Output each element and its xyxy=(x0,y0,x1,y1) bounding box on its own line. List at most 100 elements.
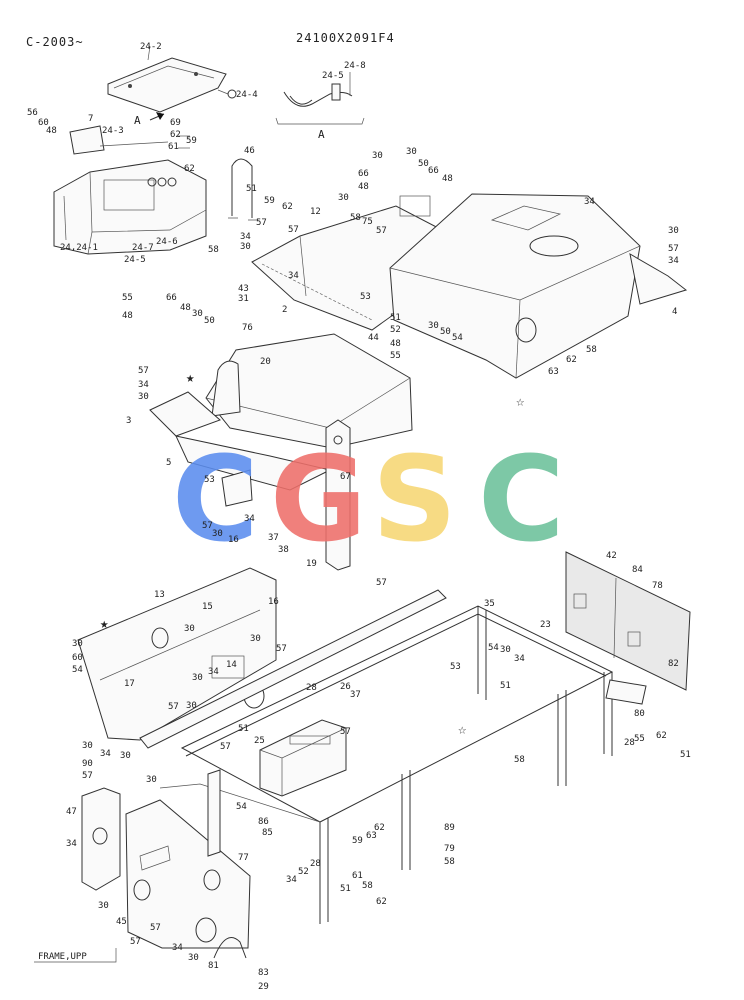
callout-label: 12 xyxy=(310,207,321,217)
callout-label: 78 xyxy=(652,581,663,591)
callout-label: 57 xyxy=(138,366,149,376)
callout-label: 63 xyxy=(366,831,377,841)
callout-label: 16 xyxy=(268,597,279,607)
callout-label: 30 xyxy=(188,953,199,963)
callout-label: 81 xyxy=(208,961,219,971)
callout-label: 77 xyxy=(238,853,249,863)
model-code-label: 24100X2091F4 xyxy=(296,31,395,45)
part-bracket-86 xyxy=(207,769,221,857)
callout-label: 62 xyxy=(376,897,387,907)
callout-label: 54 xyxy=(488,643,499,653)
callout-label: 30 xyxy=(192,309,203,319)
callout-label: 57 xyxy=(376,578,387,588)
star-marker-3: ☆ xyxy=(516,394,525,410)
part-bracket-19 xyxy=(325,419,351,571)
detail-view-a: A xyxy=(275,72,365,141)
callout-label: 50 xyxy=(204,316,215,326)
callout-label: 30 xyxy=(186,701,197,711)
watermark-letter: G xyxy=(270,430,367,568)
callout-label: 50 xyxy=(440,327,451,337)
callout-label: 24-3 xyxy=(102,126,124,136)
callout-label: 66 xyxy=(166,293,177,303)
callout-label: 25 xyxy=(254,736,265,746)
watermark-letter: S xyxy=(372,430,457,568)
part-front-panel-85 xyxy=(125,799,251,949)
callout-label: 57 xyxy=(288,225,299,235)
callout-label: 42 xyxy=(606,551,617,561)
callout-label: 90 xyxy=(82,759,93,769)
callout-label: 51 xyxy=(500,681,511,691)
callout-label: 89 xyxy=(444,823,455,833)
callout-label: 35 xyxy=(484,599,495,609)
callout-label: 60 xyxy=(38,118,49,128)
callout-label: 62 xyxy=(374,823,385,833)
callout-label: 28 xyxy=(624,738,635,748)
callout-label: 58 xyxy=(350,213,361,223)
star-marker-1: ★ xyxy=(186,370,195,386)
part-grill-84 xyxy=(565,551,691,705)
callout-label: 34 xyxy=(288,271,299,281)
callout-label: 37 xyxy=(350,690,361,700)
callout-label: 83 xyxy=(258,968,269,978)
callout-label: 30 xyxy=(192,673,203,683)
callout-label: 56 xyxy=(27,108,38,118)
callout-label: 29 xyxy=(258,982,269,992)
callout-label: 55 xyxy=(634,734,645,744)
callout-label: 58 xyxy=(586,345,597,355)
callout-label: 30 xyxy=(212,529,223,539)
callout-label: 7 xyxy=(88,114,93,124)
part-dashboard-box-24 xyxy=(53,125,207,255)
callout-label: 28 xyxy=(310,859,321,869)
callout-label: 48 xyxy=(390,339,401,349)
callout-label: 57 xyxy=(82,771,93,781)
callout-label: 61 xyxy=(352,871,363,881)
callout-label: 19 xyxy=(306,559,317,569)
callout-label: 53 xyxy=(360,292,371,302)
callout-label: 34 xyxy=(172,943,183,953)
callout-label: 84 xyxy=(632,565,643,575)
callout-label: 46 xyxy=(244,146,255,156)
callout-label: 57 xyxy=(256,218,267,228)
callout-label: 30 xyxy=(72,639,83,649)
callout-label: 57 xyxy=(168,702,179,712)
callout-label: 58 xyxy=(362,881,373,891)
part-18 xyxy=(221,469,253,507)
part-side-plate-4 xyxy=(629,253,688,305)
callout-label: 69 xyxy=(170,118,181,128)
callout-label: 44 xyxy=(368,333,379,343)
callout-label: 30 xyxy=(98,901,109,911)
part-toolbox-90 xyxy=(259,719,347,797)
callout-label: 52 xyxy=(298,867,309,877)
callout-label: 30 xyxy=(500,645,511,655)
callout-label: 2 xyxy=(282,305,287,315)
part-rear-cover-75 xyxy=(389,193,641,379)
callout-label: 24-5 xyxy=(322,71,344,81)
callout-label: 53 xyxy=(204,475,215,485)
callout-label: 31 xyxy=(238,294,249,304)
star-marker-2: ★ xyxy=(100,616,109,632)
watermark-letter: C xyxy=(478,430,565,568)
detail-view-letter: A xyxy=(318,128,325,141)
callout-label: 37 xyxy=(268,533,279,543)
callout-label: 62 xyxy=(656,731,667,741)
callout-label: 30 xyxy=(372,151,383,161)
callout-label: 51 xyxy=(238,724,249,734)
callout-label: 34 xyxy=(240,232,251,242)
part-upper-frame-25 xyxy=(159,605,614,924)
callout-label: 30 xyxy=(338,193,349,203)
callout-label: 43 xyxy=(238,284,249,294)
callout-label: 63 xyxy=(548,367,559,377)
callout-label: 24-6 xyxy=(156,237,178,247)
view-arrow-label: A xyxy=(134,114,141,127)
star-marker-4: ☆ xyxy=(458,722,467,738)
callout-label: 16 xyxy=(228,535,239,545)
callout-label: 24-7 xyxy=(132,243,154,253)
callout-label: 30 xyxy=(428,321,439,331)
callout-label: 55 xyxy=(122,293,133,303)
part-clip-29 xyxy=(213,937,247,959)
callout-label: 24-5 xyxy=(124,255,146,265)
callout-label: 57 xyxy=(340,727,351,737)
callout-label: 28 xyxy=(306,683,317,693)
callout-label: 30 xyxy=(184,624,195,634)
